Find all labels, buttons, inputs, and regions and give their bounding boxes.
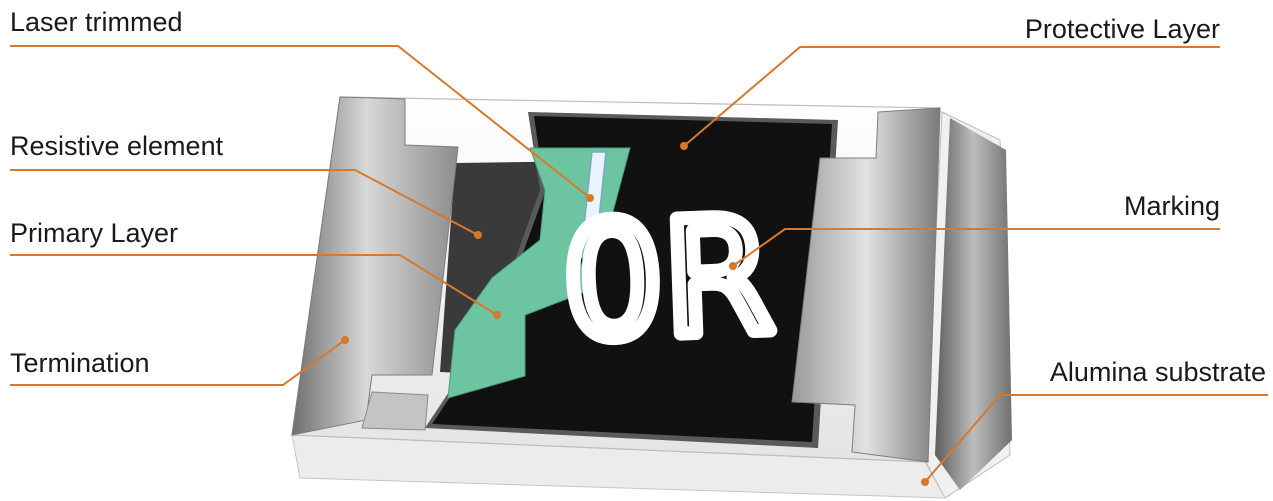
- marking-text: 0R: [560, 184, 777, 375]
- leader-dot-protective-layer: [680, 142, 688, 150]
- label-termination: Termination: [10, 348, 150, 378]
- leader-dot-resistive-element: [474, 231, 482, 239]
- leader-dot-marking: [729, 262, 737, 270]
- label-alumina-substrate: Alumina substrate: [1050, 357, 1266, 387]
- leader-dot-primary-layer: [493, 311, 501, 319]
- leader-dot-laser-trimmed: [586, 194, 594, 202]
- label-laser-trimmed: Laser trimmed: [10, 7, 183, 37]
- label-protective-layer: Protective Layer: [1025, 14, 1220, 44]
- label-primary-layer: Primary Layer: [10, 218, 178, 248]
- label-resistive-element: Resistive element: [10, 131, 224, 161]
- leader-dot-termination: [341, 336, 349, 344]
- leader-dot-alumina-substrate: [921, 478, 929, 486]
- termination-left-bottom-pad: [362, 392, 428, 430]
- label-marking: Marking: [1124, 191, 1220, 221]
